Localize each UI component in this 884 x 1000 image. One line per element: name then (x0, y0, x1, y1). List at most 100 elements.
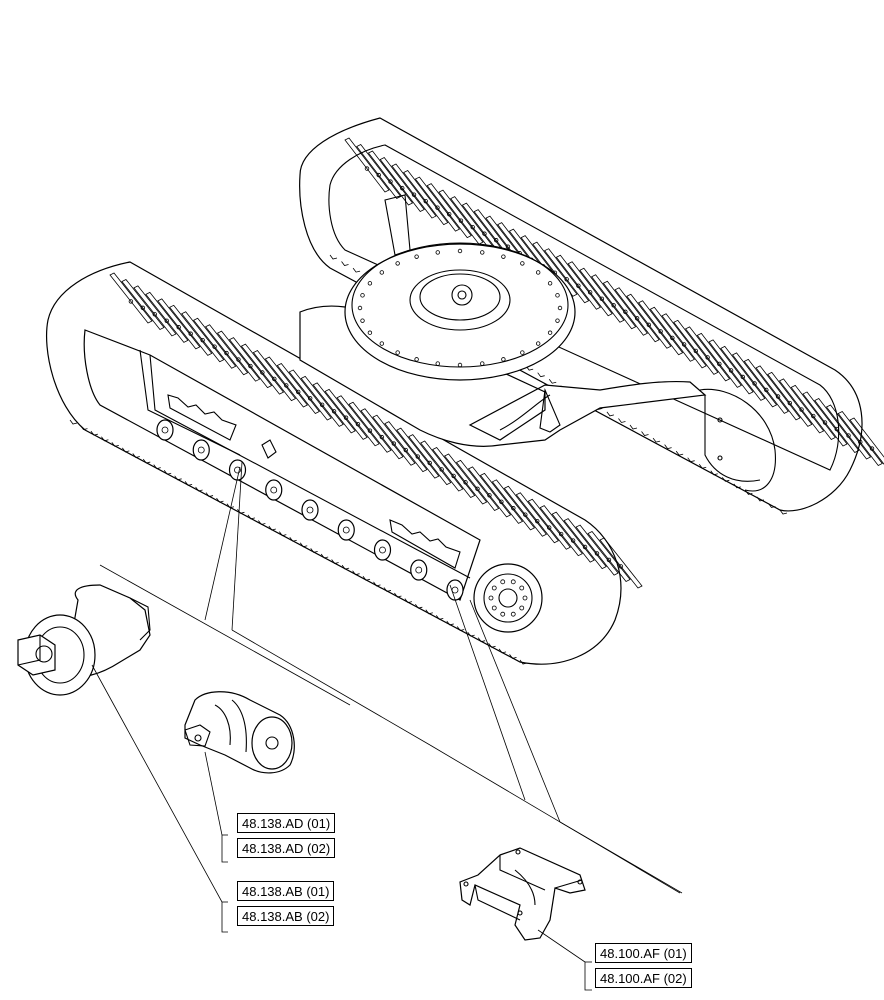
sprocket-bolts (488, 579, 528, 617)
track-shoe (432, 447, 476, 499)
shoe-bolt (128, 299, 134, 304)
shoe-bolt (846, 433, 851, 438)
track-lug (652, 437, 661, 443)
bearing-bolt (457, 362, 463, 368)
bearing-bolt (435, 361, 440, 366)
shoe-bolt (376, 172, 381, 178)
ref-48-138-ab-01[interactable]: 48.138.AB (01) (237, 881, 335, 901)
shoe-bolt (811, 413, 816, 419)
roller-hub (197, 446, 205, 454)
ref-48-138-ab-02[interactable]: 48.138.AB (02) (237, 906, 335, 926)
track-shoe (121, 278, 165, 330)
track-shoe (491, 479, 536, 531)
bearing-bolt (555, 318, 560, 323)
shoe-bolt (400, 185, 405, 191)
track-shoe (336, 395, 380, 447)
sprocket-bolt (488, 595, 494, 601)
track-lug (404, 598, 412, 604)
shoe-bolt (834, 426, 839, 432)
shoe-bolt (618, 564, 624, 569)
center-frame (299, 242, 707, 447)
track-lug (425, 609, 433, 615)
shoe-bolt (594, 551, 600, 556)
shoe-bolt (451, 473, 456, 479)
ref-48-138-ad-02[interactable]: 48.138.AD (02) (237, 838, 336, 858)
track-shoe (240, 343, 285, 395)
roller-hub (270, 486, 278, 494)
track-shoe (720, 345, 766, 401)
track-lug (258, 520, 266, 525)
shoe-bolt (611, 303, 616, 308)
ref-48-138-ad-01[interactable]: 48.138.AD (01) (237, 813, 336, 833)
track-lug (606, 411, 615, 417)
front-track-lugs (69, 419, 528, 665)
track-shoe (731, 352, 778, 408)
track-shoe (599, 537, 643, 589)
bearing-bolt (555, 293, 560, 298)
track-lug (675, 450, 684, 456)
track-shoe (133, 285, 177, 337)
shoe-bolt (152, 312, 158, 317)
track-lug (278, 531, 287, 537)
track-shoe (300, 375, 344, 427)
track-lug (446, 620, 454, 626)
shoe-bolt (599, 296, 605, 302)
track-shoe (602, 280, 648, 336)
track-shoe (555, 254, 602, 310)
track-lug (435, 615, 444, 620)
bearing-bolt (357, 305, 363, 311)
shoe-bolt (658, 329, 663, 334)
shoe-bolt (740, 374, 746, 380)
track-lug (488, 643, 496, 648)
track-lug (226, 503, 235, 509)
track-lug (698, 463, 707, 469)
track-lug (519, 659, 528, 665)
track-lug (142, 458, 151, 464)
track-shoe (455, 459, 500, 511)
track-shoe (408, 434, 452, 486)
track-shoe (169, 304, 213, 356)
track-lug (548, 378, 557, 384)
bearing-bolt (360, 293, 365, 298)
roller-hub (161, 426, 169, 434)
ref-48-100-af-01[interactable]: 48.100.AF (01) (595, 943, 692, 963)
track-lug (721, 477, 730, 482)
shoe-bolt (564, 277, 569, 282)
track-lug (629, 424, 638, 430)
track-shoe (563, 518, 607, 570)
track-shoe (661, 313, 707, 369)
track-shoe (216, 330, 261, 382)
track-shoe (637, 300, 684, 356)
shoe-bolt (427, 460, 432, 466)
track-lug (132, 453, 140, 458)
shoe-bolt (623, 309, 628, 315)
track-shoe (372, 414, 416, 466)
bottom-roller-wheel (337, 519, 355, 541)
track-shoe (767, 371, 813, 427)
track-lug (779, 509, 788, 515)
bearing-bolt (395, 261, 400, 266)
shoe-bolt (535, 518, 540, 524)
bearing-bolt (501, 357, 506, 362)
shoe-bolt (447, 211, 452, 217)
track-shoe (379, 157, 425, 213)
track-lug (733, 483, 741, 489)
track-lug (122, 447, 130, 453)
shoe-bolt (582, 544, 588, 550)
shoe-bolt (388, 179, 393, 184)
track-lug (373, 581, 381, 587)
track-shoe (204, 324, 249, 376)
track-shoe (527, 498, 571, 550)
track-shoe (778, 378, 825, 434)
track-shoe (264, 356, 308, 408)
shoe-bolt (435, 205, 440, 210)
track-lug (352, 570, 360, 576)
bottom-roller (17, 584, 151, 696)
track-shoe (324, 388, 368, 440)
shoe-bolt (379, 434, 385, 440)
shoe-bolt (463, 480, 468, 485)
ref-48-100-af-02[interactable]: 48.100.AF (02) (595, 968, 692, 988)
shoe-bolt (475, 486, 480, 492)
track-shoe (696, 332, 742, 388)
track-shoe (673, 319, 719, 375)
